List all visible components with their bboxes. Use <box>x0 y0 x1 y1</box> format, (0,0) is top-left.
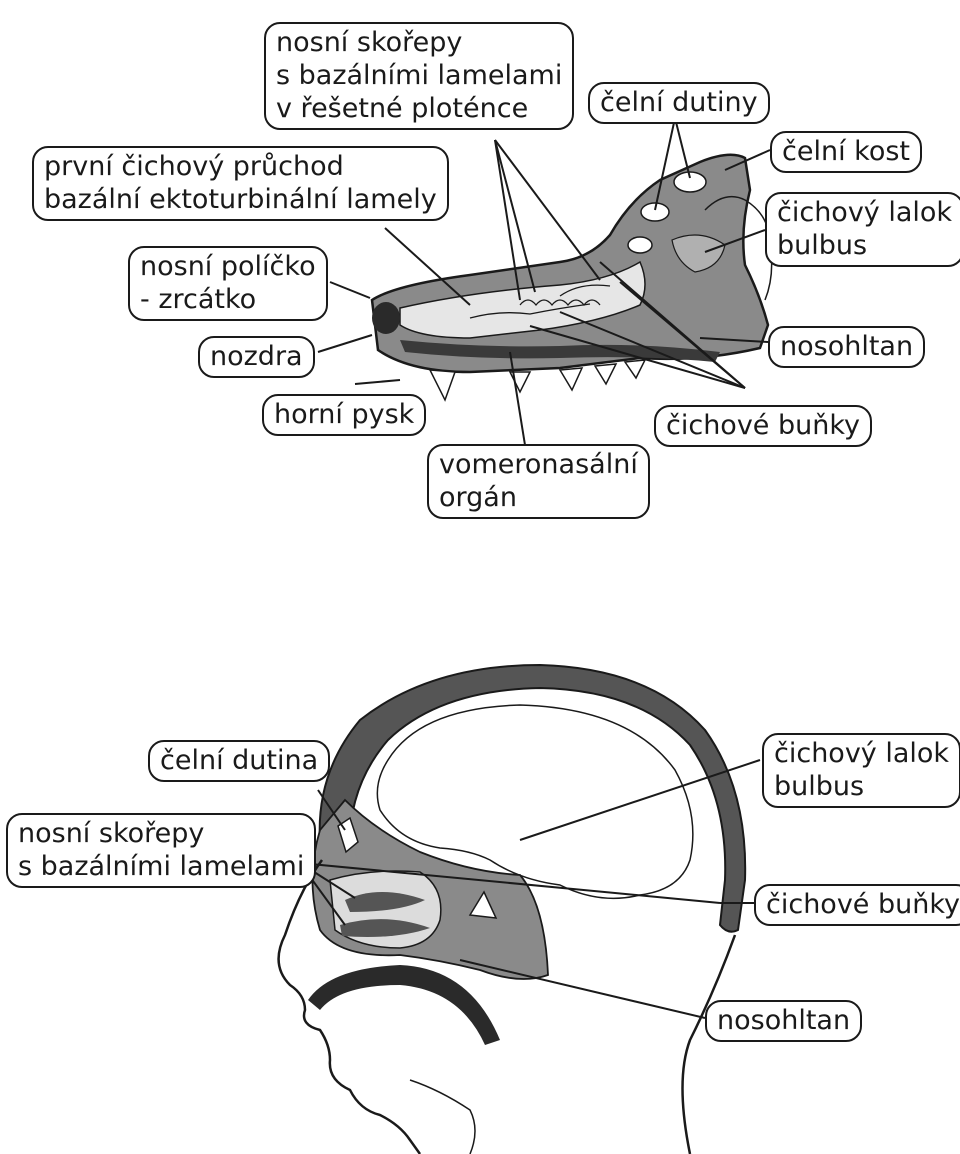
label-line: - zrcátko <box>140 283 316 316</box>
label-line: nosní skořepy <box>276 26 562 59</box>
label-nasopharynx: nosohltan <box>768 326 925 368</box>
palate-arc <box>308 965 500 1045</box>
label-vomeronasal-organ: vomeronasální orgán <box>427 444 650 519</box>
label-olfactory-bulb: čichový lalok bulbus <box>765 192 960 267</box>
label-line: horní pysk <box>274 398 414 431</box>
label-line: bulbus <box>774 770 949 803</box>
label-first-olfactory-passage: první čichový průchod bazální ektoturbin… <box>32 146 449 221</box>
label-line: nosní políčko <box>140 250 316 283</box>
label-olfactory-bulb-human: čichový lalok bulbus <box>762 733 960 808</box>
label-line: s bazálními lamelami <box>18 850 304 883</box>
label-line: čichový lalok <box>777 196 952 229</box>
frontal-sinus-shape <box>628 237 652 253</box>
label-nostril: nozdra <box>198 336 315 378</box>
label-line: čelní dutiny <box>600 86 758 119</box>
label-frontal-sinuses: čelní dutiny <box>588 82 770 124</box>
label-line: orgán <box>439 481 638 514</box>
label-line: nosohltan <box>717 1004 850 1037</box>
label-line: čelní dutina <box>160 744 318 777</box>
label-line: v řešetné ploténce <box>276 92 562 125</box>
label-line: bulbus <box>777 229 952 262</box>
label-upper-lip: horní pysk <box>262 394 426 436</box>
label-line: nosní skořepy <box>18 817 304 850</box>
human-head-illustration <box>279 665 746 1154</box>
nostril-shape <box>372 302 400 334</box>
label-line: bazální ektoturbinální lamely <box>44 183 437 216</box>
label-line: vomeronasální <box>439 448 638 481</box>
label-line: čichový lalok <box>774 737 949 770</box>
label-nasal-plate: nosní políčko - zrcátko <box>128 246 328 321</box>
label-nasopharynx-human: nosohltan <box>705 1000 862 1042</box>
label-line: nozdra <box>210 340 303 373</box>
label-frontal-sinus: čelní dutina <box>148 740 330 782</box>
label-frontal-bone: čelní kost <box>770 131 922 173</box>
label-line: s bazálními lamelami <box>276 59 562 92</box>
label-line: čichové buňky <box>666 409 860 442</box>
label-line: čelní kost <box>782 135 910 168</box>
label-line: první čichový průchod <box>44 150 437 183</box>
label-nasal-turbinates: nosní skořepy s bazálními lamelami v řeš… <box>264 22 574 130</box>
back-of-neck <box>683 935 736 1154</box>
label-olfactory-cells-human: čichové buňky <box>754 884 960 926</box>
chin-neck <box>410 1080 475 1154</box>
label-nasal-turbinates-human: nosní skořepy s bazálními lamelami <box>6 813 316 888</box>
label-olfactory-cells: čichové buňky <box>654 405 872 447</box>
label-line: nosohltan <box>780 330 913 363</box>
label-line: čichové buňky <box>766 888 960 921</box>
